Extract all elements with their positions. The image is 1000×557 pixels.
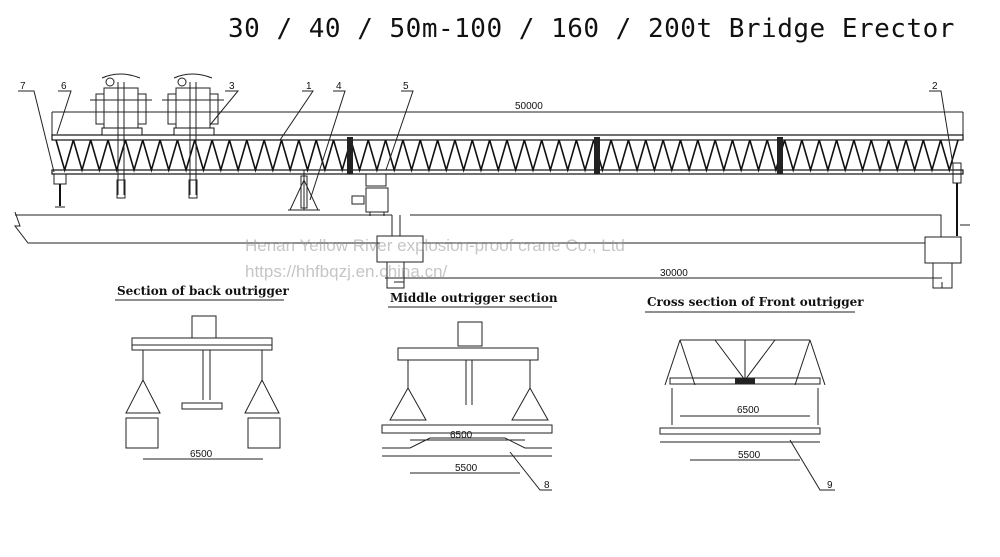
section-front-outrigger: Cross section of Front outrigger 6500 55… bbox=[645, 295, 864, 491]
section-middle-title: Middle outrigger section bbox=[390, 291, 558, 305]
callout-2: 2 bbox=[932, 81, 938, 92]
back-support-leg bbox=[53, 173, 67, 208]
lifting-trolley-1 bbox=[90, 73, 152, 199]
callout-8: 8 bbox=[544, 480, 550, 491]
callout-4: 4 bbox=[336, 81, 342, 92]
section-back-outrigger: Section of back outrigger 6500 bbox=[115, 284, 289, 460]
watermark-url: https://hhfbqzj.en.china.cn/ bbox=[245, 262, 448, 281]
truss-diagonals bbox=[55, 139, 959, 173]
front-width-bottom-label: 5500 bbox=[738, 450, 761, 461]
section-back-title: Section of back outrigger bbox=[117, 284, 289, 298]
callout-5: 5 bbox=[403, 81, 409, 92]
girder-splice-joint bbox=[594, 137, 600, 174]
callout-9: 9 bbox=[827, 480, 833, 491]
section-middle-outrigger: Middle outrigger section 6500 5500 8 bbox=[381, 291, 558, 491]
girder-splice-joint bbox=[777, 137, 783, 174]
callouts: 7 6 3 1 4 5 2 bbox=[18, 81, 954, 201]
callout-6: 6 bbox=[61, 81, 67, 92]
middle-width-bottom-label: 5500 bbox=[455, 463, 478, 474]
lifting-trolley-2 bbox=[162, 73, 224, 199]
drawing-title: 30 / 40 / 50m-100 / 160 / 200t Bridge Er… bbox=[228, 14, 955, 44]
watermark-company: Henan Yellow River explosion-proof crane… bbox=[245, 236, 625, 255]
front-outrigger bbox=[351, 173, 389, 216]
bridge-deck-and-piers: 30000 bbox=[13, 211, 962, 289]
front-support-leg bbox=[952, 162, 970, 236]
overall-dimension: 50000 bbox=[51, 101, 964, 135]
back-width-label: 6500 bbox=[190, 449, 213, 460]
span-label: 30000 bbox=[660, 268, 688, 279]
middle-outrigger bbox=[288, 170, 320, 211]
girder-splice-joint bbox=[347, 137, 353, 174]
middle-width-top-label: 6500 bbox=[450, 430, 473, 441]
callout-3: 3 bbox=[229, 81, 235, 92]
callout-1: 1 bbox=[306, 81, 312, 92]
overall-length-label: 50000 bbox=[515, 101, 543, 112]
main-girder-truss bbox=[51, 134, 964, 175]
section-front-title: Cross section of Front outrigger bbox=[647, 295, 864, 309]
callout-7: 7 bbox=[20, 81, 26, 92]
front-width-top-label: 6500 bbox=[737, 405, 760, 416]
